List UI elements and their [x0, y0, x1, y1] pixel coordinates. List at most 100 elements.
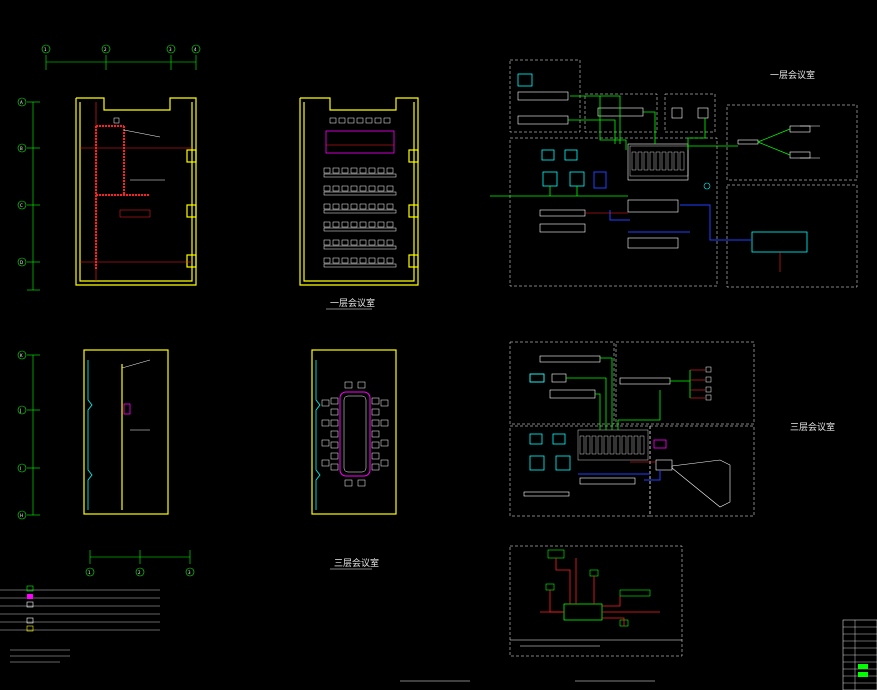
system-diagram-bottom	[509, 545, 683, 657]
system2-equipment	[523, 355, 673, 497]
system1-projector-box	[751, 231, 808, 253]
chair	[371, 397, 380, 405]
plan-d-chairs	[321, 381, 389, 487]
rack-module	[615, 435, 621, 455]
system-diagram-floor1: 一层会议室	[490, 59, 858, 288]
chair	[380, 459, 389, 467]
system2-control-lines	[578, 470, 661, 481]
plan-d-windows	[315, 360, 321, 510]
chair	[371, 430, 380, 438]
desk-row	[323, 227, 397, 232]
rack-module	[609, 435, 615, 455]
seat	[368, 257, 376, 264]
chair	[371, 463, 380, 471]
plan-c-windows	[87, 360, 93, 510]
axis-label-top-3: 3	[169, 47, 172, 52]
seat	[377, 239, 385, 246]
seat	[386, 257, 394, 264]
axis-label-row-c: C	[20, 203, 23, 208]
axis-label-row-d: D	[20, 260, 23, 265]
plan-a-walls	[75, 97, 197, 286]
system1-signal-lines	[490, 95, 791, 197]
desk-row	[323, 245, 397, 250]
seat	[368, 239, 376, 246]
chair	[344, 479, 353, 487]
seat	[368, 221, 376, 228]
system-floor3-title: 三层会议室	[790, 421, 835, 433]
rack-module	[649, 151, 655, 171]
system-floor1-title: 一层会议室	[770, 69, 815, 81]
seat	[377, 185, 385, 192]
axis-label-bottom-2: 2	[138, 570, 141, 575]
rack-module	[679, 151, 685, 171]
chair	[330, 408, 339, 416]
seat	[386, 185, 394, 192]
system2-projection-screen	[671, 459, 731, 508]
seat	[323, 257, 331, 264]
rack-module	[661, 151, 667, 171]
seat	[359, 221, 367, 228]
seat	[359, 257, 367, 264]
plan-b-seating	[323, 117, 397, 268]
axis-label-row-k: K	[20, 353, 23, 358]
legend-table	[0, 585, 160, 663]
floor-plan-c: K J I H 1 2 3	[17, 349, 195, 577]
floor-plan-b	[299, 97, 419, 286]
chair	[321, 419, 330, 427]
rack-module	[637, 151, 643, 171]
seat	[386, 221, 394, 228]
seat	[377, 203, 385, 210]
seat	[341, 203, 349, 210]
chair	[344, 381, 353, 389]
seat	[368, 185, 376, 192]
chair	[330, 463, 339, 471]
chair	[330, 452, 339, 460]
chair	[371, 452, 380, 460]
system1-red-lines	[585, 212, 781, 272]
seat	[350, 185, 358, 192]
rack-module	[667, 151, 673, 171]
seat	[332, 221, 340, 228]
seat	[359, 167, 367, 174]
seat	[332, 239, 340, 246]
axis-label-row-h: H	[20, 513, 23, 518]
chair	[371, 408, 380, 416]
rack-module	[621, 435, 627, 455]
chair	[321, 439, 330, 447]
plan-a-axis-lines	[80, 102, 192, 281]
front-seat	[374, 117, 382, 124]
rack-module	[627, 435, 633, 455]
seat	[341, 239, 349, 246]
rack-module	[603, 435, 609, 455]
rack-frame	[577, 429, 649, 461]
seat	[332, 185, 340, 192]
rack-module	[597, 435, 603, 455]
seat	[386, 239, 394, 246]
seat	[332, 257, 340, 264]
desk-row	[323, 191, 397, 196]
plan-c-walls	[83, 349, 169, 515]
plan-d-conference-table	[339, 391, 371, 477]
plan-a-leader-lines	[123, 129, 165, 181]
axis-label-row-i: I	[20, 466, 21, 471]
rack-module	[579, 435, 585, 455]
front-seat	[338, 117, 346, 124]
system1-matrix-rack	[629, 145, 689, 177]
chair	[330, 419, 339, 427]
seat	[377, 257, 385, 264]
chair	[380, 399, 389, 407]
front-seat	[329, 117, 337, 124]
seat	[386, 167, 394, 174]
front-seat	[356, 117, 364, 124]
chair	[371, 441, 380, 449]
system1-blue-device	[593, 171, 607, 189]
seat	[341, 167, 349, 174]
axis-label-row-j: J	[19, 408, 21, 413]
plan-b-walls	[299, 97, 419, 286]
plan-c-left-dimension	[17, 350, 40, 520]
rack-module	[643, 151, 649, 171]
chair	[380, 419, 389, 427]
system-diagram-floor3: 三层会议室	[509, 341, 835, 517]
rack-module	[673, 151, 679, 171]
